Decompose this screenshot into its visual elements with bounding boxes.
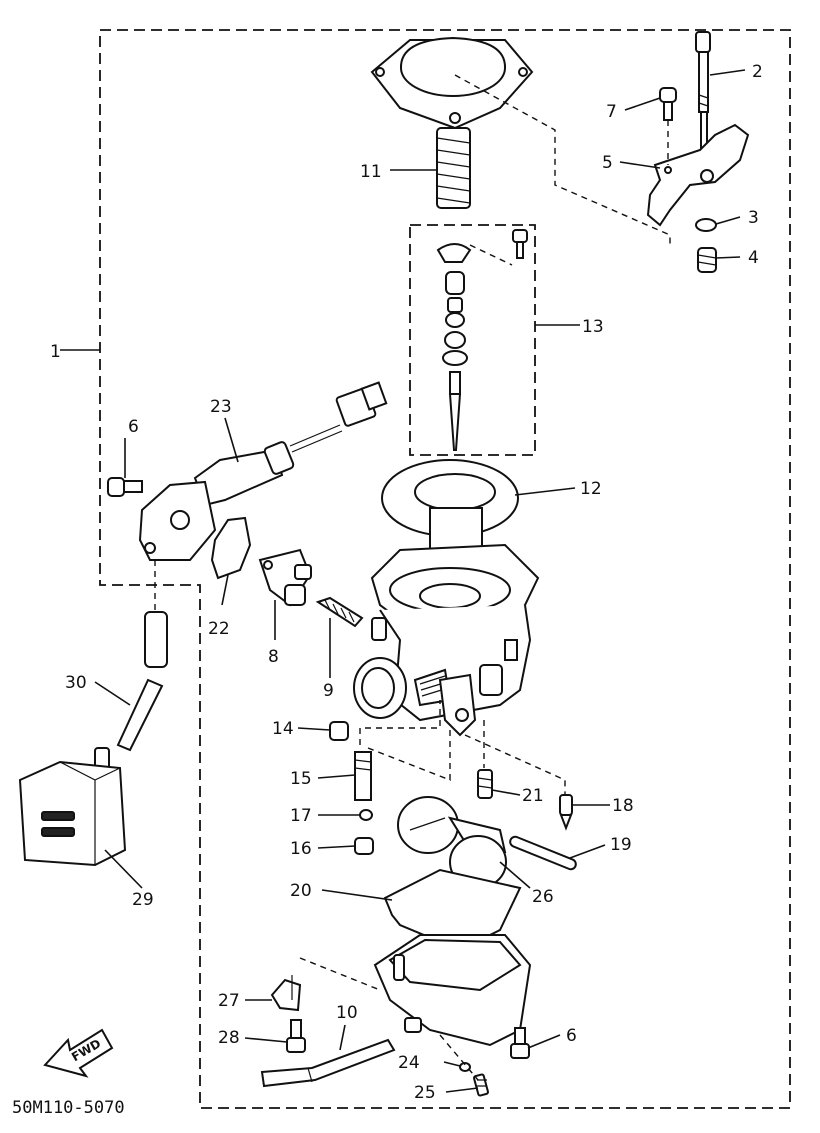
screw-7 <box>659 87 677 121</box>
callout-7: 7 <box>606 102 617 122</box>
jet-14 <box>329 721 349 741</box>
tube-fitting <box>144 611 168 668</box>
callout-14: 14 <box>272 719 294 739</box>
callout-8: 8 <box>268 647 279 667</box>
callout-5: 5 <box>602 153 613 173</box>
float-valve-18 <box>559 794 573 831</box>
carburetor-body <box>353 543 540 737</box>
needle-jet-15 <box>354 751 372 801</box>
screw-28 <box>286 1019 306 1053</box>
leader-lines <box>60 69 746 1093</box>
jet-needle-group-box <box>409 224 536 456</box>
drain-link <box>439 1034 479 1081</box>
o-ring-24 <box>459 1062 471 1072</box>
jet-needle-parts <box>436 229 528 451</box>
callout-18: 18 <box>612 796 634 816</box>
drain-hose-10 <box>260 1038 396 1088</box>
part-code: 50M110-5070 <box>12 1098 125 1118</box>
callout-16: 16 <box>290 839 312 859</box>
callout-28: 28 <box>218 1028 240 1048</box>
o-ring-17 <box>359 809 373 821</box>
bracket-5 <box>646 123 750 227</box>
callout-12: 12 <box>580 479 602 499</box>
plunger-8 <box>258 548 312 607</box>
cover-link-line <box>454 74 671 245</box>
callout-27: 27 <box>218 991 240 1011</box>
jet-link-line <box>359 700 441 745</box>
callout-19: 19 <box>610 835 632 855</box>
callout-10: 10 <box>336 1003 358 1023</box>
callout-22: 22 <box>208 619 230 639</box>
bowl-link <box>299 957 381 991</box>
spring-4 <box>697 247 717 273</box>
callout-3: 3 <box>748 208 759 228</box>
assembly-boundary <box>99 29 791 1109</box>
callout-17: 17 <box>290 806 312 826</box>
callout-6-upper: 6 <box>128 417 139 437</box>
callout-20: 20 <box>290 881 312 901</box>
callout-labels: 1 2 3 4 5 6 7 8 9 10 11 12 13 14 15 16 1… <box>50 62 763 1103</box>
valve-link <box>464 734 566 795</box>
callout-1: 1 <box>50 342 61 362</box>
clip-27 <box>270 978 302 1012</box>
callout-21: 21 <box>522 786 544 806</box>
jet-link-line-2 <box>367 730 451 782</box>
screw-6-upper <box>107 477 143 497</box>
callout-15: 15 <box>290 769 312 789</box>
callout-30: 30 <box>65 673 87 693</box>
spring-11 <box>436 127 471 209</box>
float-pin-19 <box>509 835 577 871</box>
screw-6-lower <box>510 1027 530 1059</box>
pilot-jet-21 <box>477 769 493 799</box>
callout-23: 23 <box>210 397 232 417</box>
callout-2: 2 <box>752 62 763 82</box>
float-bowl <box>373 934 532 1047</box>
callout-13: 13 <box>582 317 604 337</box>
callout-29: 29 <box>132 890 154 910</box>
gasket-22 <box>210 516 252 580</box>
pilot-screw-9 <box>315 596 364 628</box>
callout-25: 25 <box>414 1083 436 1103</box>
callout-4: 4 <box>748 248 759 268</box>
callout-24: 24 <box>398 1053 420 1073</box>
callout-11: 11 <box>360 162 382 182</box>
callout-6-lower: 6 <box>566 1026 577 1046</box>
hose-joint <box>307 1067 313 1083</box>
washer-3 <box>695 218 717 232</box>
callout-9: 9 <box>323 681 334 701</box>
callout-26: 26 <box>532 887 554 907</box>
starter-23 <box>138 381 388 561</box>
throttle-screw-2 <box>695 31 711 173</box>
filter-29 <box>18 747 127 867</box>
hose-30 <box>116 678 164 752</box>
fwd-arrow-icon: FWD <box>43 1028 114 1078</box>
main-jet-16 <box>354 837 374 855</box>
diaphragm-cover <box>370 36 534 130</box>
